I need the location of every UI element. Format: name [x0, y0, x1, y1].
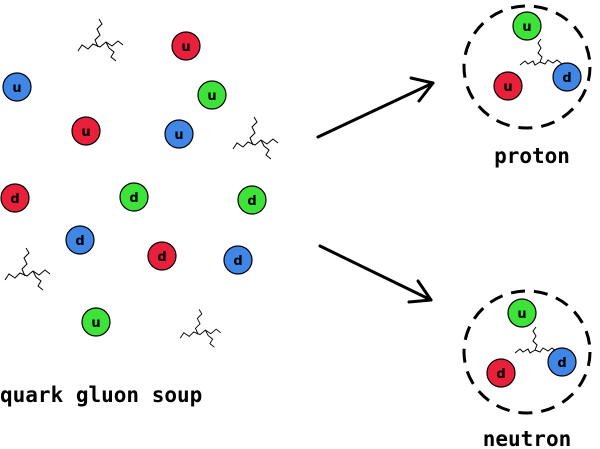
- quark-label: u: [522, 20, 531, 35]
- quark-label: d: [75, 234, 84, 249]
- quark-d: d: [237, 185, 267, 215]
- quark-u: u: [164, 119, 194, 149]
- quark-label: d: [10, 192, 19, 207]
- quark-u: u: [171, 31, 201, 61]
- neutron-caption: neutron: [483, 427, 572, 449]
- gluon-icon: [232, 116, 279, 160]
- quark-d: d: [0, 183, 30, 213]
- quark-label: d: [233, 254, 242, 269]
- soup-quark-4-circle: [164, 119, 194, 149]
- soup-quark-9-circle: [147, 241, 177, 271]
- gluon-icon: [4, 247, 51, 291]
- quark-label: u: [207, 89, 216, 104]
- quark-d: d: [65, 225, 95, 255]
- quark-label: d: [157, 250, 166, 265]
- proton: u u d proton: [462, 4, 592, 168]
- gluon-icon: [179, 308, 222, 348]
- gluon-icon: [77, 18, 124, 62]
- quark-d: d: [119, 182, 149, 212]
- quark-label: u: [91, 316, 100, 331]
- arrow-to-proton: [316, 76, 435, 139]
- neutron-quark-1-circle: [486, 358, 516, 388]
- proton-boundary: [462, 4, 592, 130]
- quark-label: u: [174, 128, 183, 143]
- neutron-quark-0-circle: [507, 298, 537, 328]
- neutron: u d d neutron: [462, 289, 592, 449]
- soup-quark-7-circle: [237, 185, 267, 215]
- soup-caption: quark gluon soup: [0, 383, 202, 407]
- soup-quark-5-circle: [0, 183, 30, 213]
- quark-u: u: [197, 80, 227, 110]
- gluon-icon: [519, 38, 563, 66]
- soup-quark-8-circle: [65, 225, 95, 255]
- quark-u: u: [81, 307, 111, 337]
- proton-quark-1-circle: [493, 71, 523, 101]
- soup-quark-1-circle: [171, 31, 201, 61]
- neutron-boundary: [462, 289, 592, 415]
- quark-label: u: [81, 125, 90, 140]
- soup-quark-2-circle: [197, 80, 227, 110]
- soup-quark-group: u u u u u d d: [0, 31, 267, 337]
- quark-label: u: [12, 81, 21, 96]
- soup-quark-3-circle: [71, 116, 101, 146]
- quark-label: u: [517, 307, 526, 322]
- quark-u: u: [507, 298, 537, 328]
- quark-d: d: [552, 62, 582, 92]
- quark-label: d: [496, 367, 505, 382]
- quark-gluon-soup: u u u u u d d: [0, 18, 279, 407]
- soup-quark-6-circle: [119, 182, 149, 212]
- proton-quark-2-circle: [552, 62, 582, 92]
- quark-d: d: [486, 358, 516, 388]
- quark-d: d: [223, 245, 253, 275]
- soup-quark-11-circle: [81, 307, 111, 337]
- soup-quark-0-circle: [2, 72, 32, 102]
- gluon-icon: [514, 326, 558, 354]
- proton-quark-0-circle: [512, 11, 542, 41]
- quark-label: d: [247, 194, 256, 209]
- quark-label: d: [562, 71, 571, 86]
- quark-u: u: [512, 11, 542, 41]
- proton-caption: proton: [494, 144, 570, 168]
- soup-quark-10-circle: [223, 245, 253, 275]
- quark-label: d: [557, 356, 566, 371]
- quark-u: u: [71, 116, 101, 146]
- quark-label: u: [181, 40, 190, 55]
- quark-label: d: [129, 191, 138, 206]
- quark-u: u: [2, 72, 32, 102]
- quark-u: u: [493, 71, 523, 101]
- quark-d: d: [147, 241, 177, 271]
- arrow-to-neutron: [318, 244, 433, 304]
- quark-label: u: [503, 80, 512, 95]
- quark-d: d: [547, 347, 577, 377]
- neutron-quark-2-circle: [547, 347, 577, 377]
